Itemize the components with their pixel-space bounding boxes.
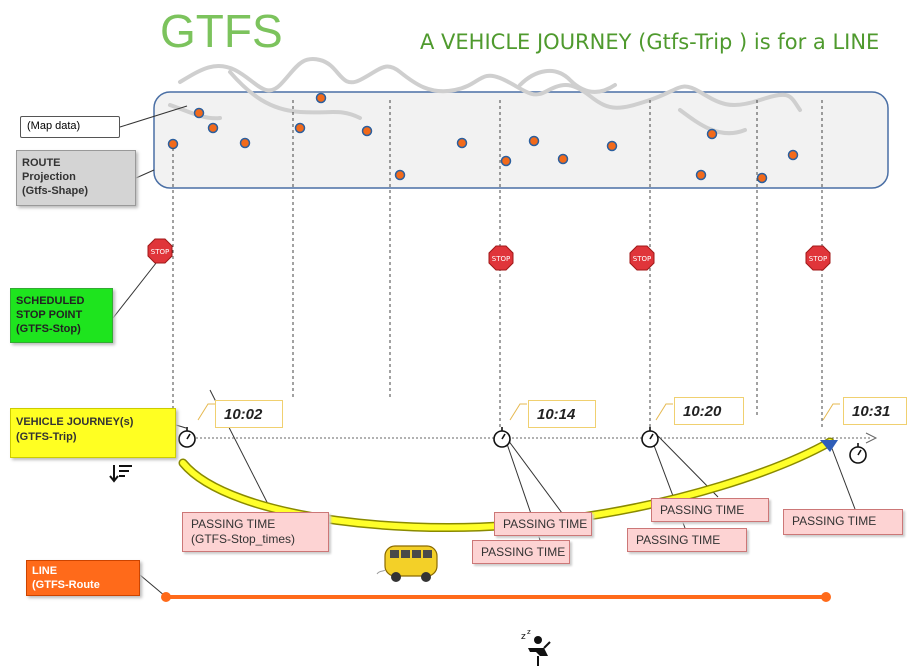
passing-time-label: PASSING TIME (627, 528, 747, 552)
map-dot (456, 137, 468, 149)
passing-time-line1: PASSING TIME (503, 517, 588, 531)
vj-label-line1: VEHICLE JOURNEY(s) (16, 416, 134, 428)
stopwatch-icon (641, 427, 659, 448)
vehicle-journey-label: VEHICLE JOURNEY(s) (GTFS-Trip) (10, 408, 176, 458)
time-flags (197, 403, 840, 421)
map-dots (167, 92, 799, 184)
map-data-label: (Map data) (20, 116, 120, 138)
time-value: 10:20 (674, 397, 744, 425)
vj-label-line2: (GTFS-Trip) (16, 431, 77, 443)
stop-sign-icon: STOP (147, 238, 173, 264)
line-label-line2: (GTFS-Route (32, 579, 100, 591)
svg-text:STOP: STOP (151, 248, 169, 256)
svg-text:STOP: STOP (809, 255, 827, 263)
route-label-line3: (Gtfs-Shape) (22, 185, 88, 197)
map-dot (239, 137, 251, 149)
map-dot (606, 140, 618, 152)
sleeping-person-icon: z z (521, 628, 551, 666)
map-dot (294, 122, 306, 134)
stopwatch-icon (493, 427, 511, 448)
passing-time-line1: PASSING TIME (792, 514, 877, 528)
passing-time-label: PASSING TIME (783, 509, 903, 535)
svg-text:z: z (521, 632, 526, 642)
line-label-line1: LINE (32, 565, 58, 577)
time-value: 10:02 (215, 400, 283, 428)
map-dot (528, 135, 540, 147)
stop-sign-icon: STOP (629, 245, 655, 271)
map-dot (557, 153, 569, 165)
stop-sign-icon: STOP (488, 245, 514, 271)
map-dot (207, 122, 219, 134)
map-frame (153, 91, 889, 189)
passing-time-line1: PASSING TIME (660, 503, 745, 517)
map-dot (500, 155, 512, 167)
svg-text:STOP: STOP (492, 255, 510, 263)
passing-time-line2: (GTFS-Stop_times) (191, 532, 296, 546)
passing-time-label: PASSING TIME (651, 498, 769, 522)
stopwatch-icon (849, 443, 867, 464)
svg-text:STOP: STOP (633, 255, 651, 263)
passing-time-line1: PASSING TIME (481, 545, 566, 559)
map-dot (787, 149, 799, 161)
journey-arrowhead (820, 440, 838, 452)
sort-descending-icon (109, 465, 132, 483)
map-dot (706, 128, 718, 140)
stopwatch-icon (178, 427, 196, 448)
passing-time-line1: PASSING TIME (191, 517, 276, 531)
map-dot (695, 169, 707, 181)
page-title: A VEHICLE JOURNEY (Gtfs-Trip ) is for a … (420, 30, 880, 54)
time-value: 10:14 (528, 400, 596, 428)
line-label: LINE (GTFS-Route (26, 560, 140, 596)
route-label: ROUTE Projection (Gtfs-Shape) (16, 150, 136, 206)
line-start-dot (161, 592, 171, 602)
passing-time-label: PASSING TIME (472, 540, 570, 564)
passing-time-label: PASSING TIME (GTFS-Stop_times) (182, 512, 329, 552)
route-label-line1: ROUTE (22, 157, 61, 169)
ssp-label-line1: SCHEDULED (16, 295, 85, 307)
gtfs-title: GTFS (160, 5, 283, 57)
map-dot (361, 125, 373, 137)
map-dot (756, 172, 768, 184)
timeline-arrowhead (865, 432, 878, 444)
ssp-label-line2: STOP POINT (16, 309, 83, 321)
svg-text:z: z (527, 628, 531, 636)
stop-sign-icon: STOP (805, 245, 831, 271)
ssp-label-line3: (GTFS-Stop) (16, 323, 81, 335)
passing-time-line1: PASSING TIME (636, 533, 721, 547)
time-value: 10:31 (843, 397, 907, 425)
line-end-dot (821, 592, 831, 602)
route-label-line2: Projection (22, 171, 76, 183)
passing-time-label: PASSING TIME (494, 512, 592, 536)
bus-icon (376, 545, 438, 582)
map-dot (315, 92, 327, 104)
map-dot (394, 169, 406, 181)
map-dot (193, 107, 205, 119)
map-dot (167, 138, 179, 150)
scheduled-stop-point-label: SCHEDULED STOP POINT (GTFS-Stop) (10, 288, 113, 343)
